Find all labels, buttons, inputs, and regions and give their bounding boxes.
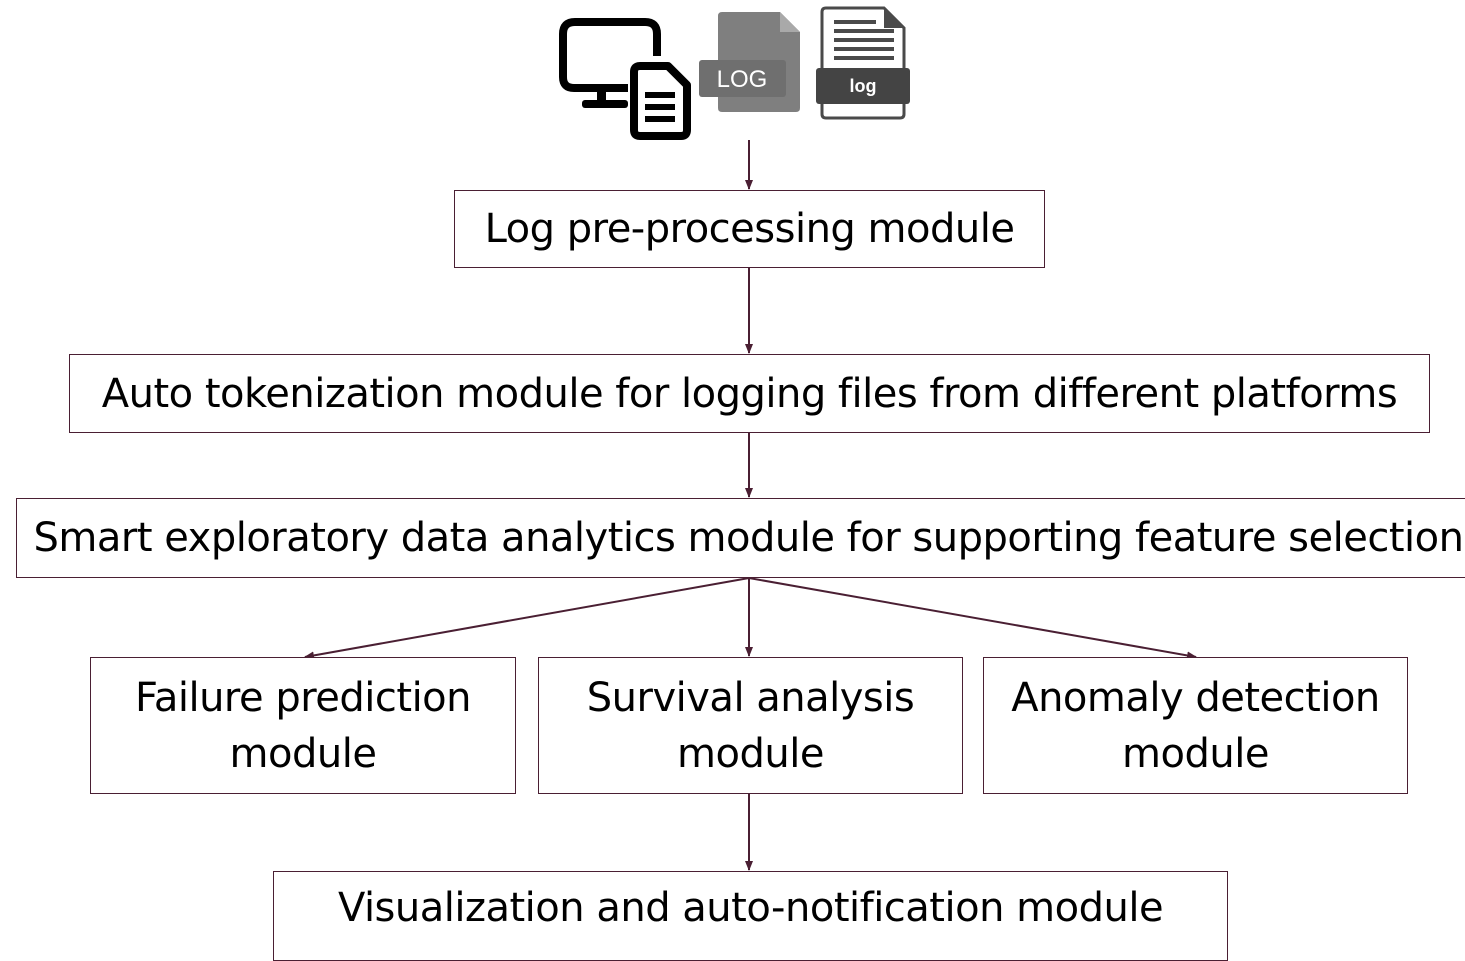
- survival-analysis-module-box: Survival analysis module: [538, 657, 963, 794]
- failure-module-label-line2: module: [229, 730, 377, 777]
- log-file-dark-icon: log: [816, 6, 910, 120]
- tokenization-module-box: Auto tokenization module for logging fil…: [69, 354, 1430, 433]
- anomaly-detection-module-box: Anomaly detection module: [983, 657, 1408, 794]
- log-dark-label: log: [850, 76, 877, 96]
- preprocessing-module-label: Log pre-processing module: [484, 206, 1015, 252]
- arrow-eda-to-failure: [304, 577, 750, 660]
- survival-module-label-line1: Survival analysis: [586, 674, 915, 721]
- failure-module-label-line1: Failure prediction: [135, 674, 472, 721]
- arrow-eda-to-anomaly: [748, 577, 1197, 660]
- anomaly-module-label-line1: Anomaly detection: [1011, 674, 1380, 721]
- input-icons: LOG log: [559, 6, 910, 140]
- survival-module-label-line2: module: [677, 730, 824, 777]
- visualization-module-box: Visualization and auto-notification modu…: [273, 871, 1228, 961]
- preprocessing-module-box: Log pre-processing module: [454, 190, 1045, 268]
- tokenization-module-label: Auto tokenization module for logging fil…: [101, 370, 1398, 417]
- log-file-gray-icon: LOG: [699, 12, 800, 112]
- eda-module-label: Smart exploratory data analytics module …: [33, 515, 1464, 561]
- monitor-document-icon: [559, 18, 691, 140]
- anomaly-module-label-line2: module: [1122, 730, 1269, 777]
- log-badge-label: LOG: [717, 66, 768, 93]
- failure-prediction-module-box: Failure prediction module: [90, 657, 516, 794]
- visualization-module-label: Visualization and auto-notification modu…: [337, 885, 1164, 931]
- eda-module-box: Smart exploratory data analytics module …: [16, 498, 1465, 578]
